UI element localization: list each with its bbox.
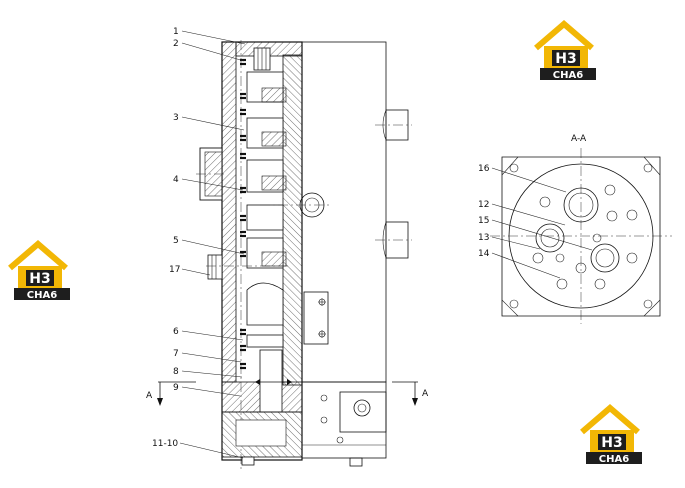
callout-7: 7 bbox=[173, 349, 179, 359]
section-callout-12: 12 bbox=[478, 200, 489, 210]
section-callout-13: 13 bbox=[478, 233, 489, 243]
section-callout-15: 15 bbox=[478, 216, 489, 226]
callout-17: 17 bbox=[169, 265, 180, 275]
corner-bolts bbox=[509, 163, 653, 309]
brand-logo-bottom: H3 CHA6 bbox=[580, 404, 642, 465]
brand-logo-top: H3 CHA6 bbox=[534, 20, 596, 81]
callout-5: 5 bbox=[173, 236, 179, 246]
logo-letters: H3 bbox=[601, 435, 622, 451]
callout-1: 1 bbox=[173, 27, 179, 37]
logo-brand: CHA6 bbox=[599, 454, 629, 465]
brand-logo-left: H3 CHA6 bbox=[8, 240, 70, 301]
section-marker-right: A bbox=[392, 381, 429, 406]
top-plug bbox=[253, 47, 271, 71]
valve-body-section bbox=[196, 40, 303, 470]
section-view-title: A-A bbox=[571, 134, 587, 144]
section-small-holes bbox=[532, 184, 638, 290]
pilot-fitting bbox=[206, 254, 290, 280]
logo-letters: H3 bbox=[555, 51, 576, 67]
section-callout-14: 14 bbox=[478, 249, 490, 259]
logo-letters: H3 bbox=[29, 271, 50, 287]
callout-9: 9 bbox=[173, 383, 179, 393]
callout-11-10: 11-10 bbox=[152, 439, 178, 449]
spool-chambers bbox=[246, 71, 287, 348]
section-callout-16: 16 bbox=[478, 164, 490, 174]
callout-8: 8 bbox=[173, 367, 179, 377]
valve-outline-view bbox=[260, 41, 412, 467]
section-view-a-a: A-A bbox=[478, 134, 672, 324]
spring-elements bbox=[240, 58, 246, 370]
section-marker-left: A bbox=[146, 381, 196, 406]
callout-2: 2 bbox=[173, 39, 179, 49]
section-letter-left: A bbox=[146, 391, 153, 401]
logo-brand: CHA6 bbox=[27, 290, 57, 301]
callout-3: 3 bbox=[173, 113, 179, 123]
callout-4: 4 bbox=[173, 175, 179, 185]
left-port-fitting bbox=[196, 147, 226, 201]
logo-brand: CHA6 bbox=[553, 70, 583, 81]
callouts: 1 2 3 4 5 17 6 7 8 9 11-10 bbox=[152, 27, 246, 459]
callout-6: 6 bbox=[173, 327, 179, 337]
bottom-block bbox=[221, 349, 303, 466]
section-letter-right: A bbox=[422, 389, 429, 399]
